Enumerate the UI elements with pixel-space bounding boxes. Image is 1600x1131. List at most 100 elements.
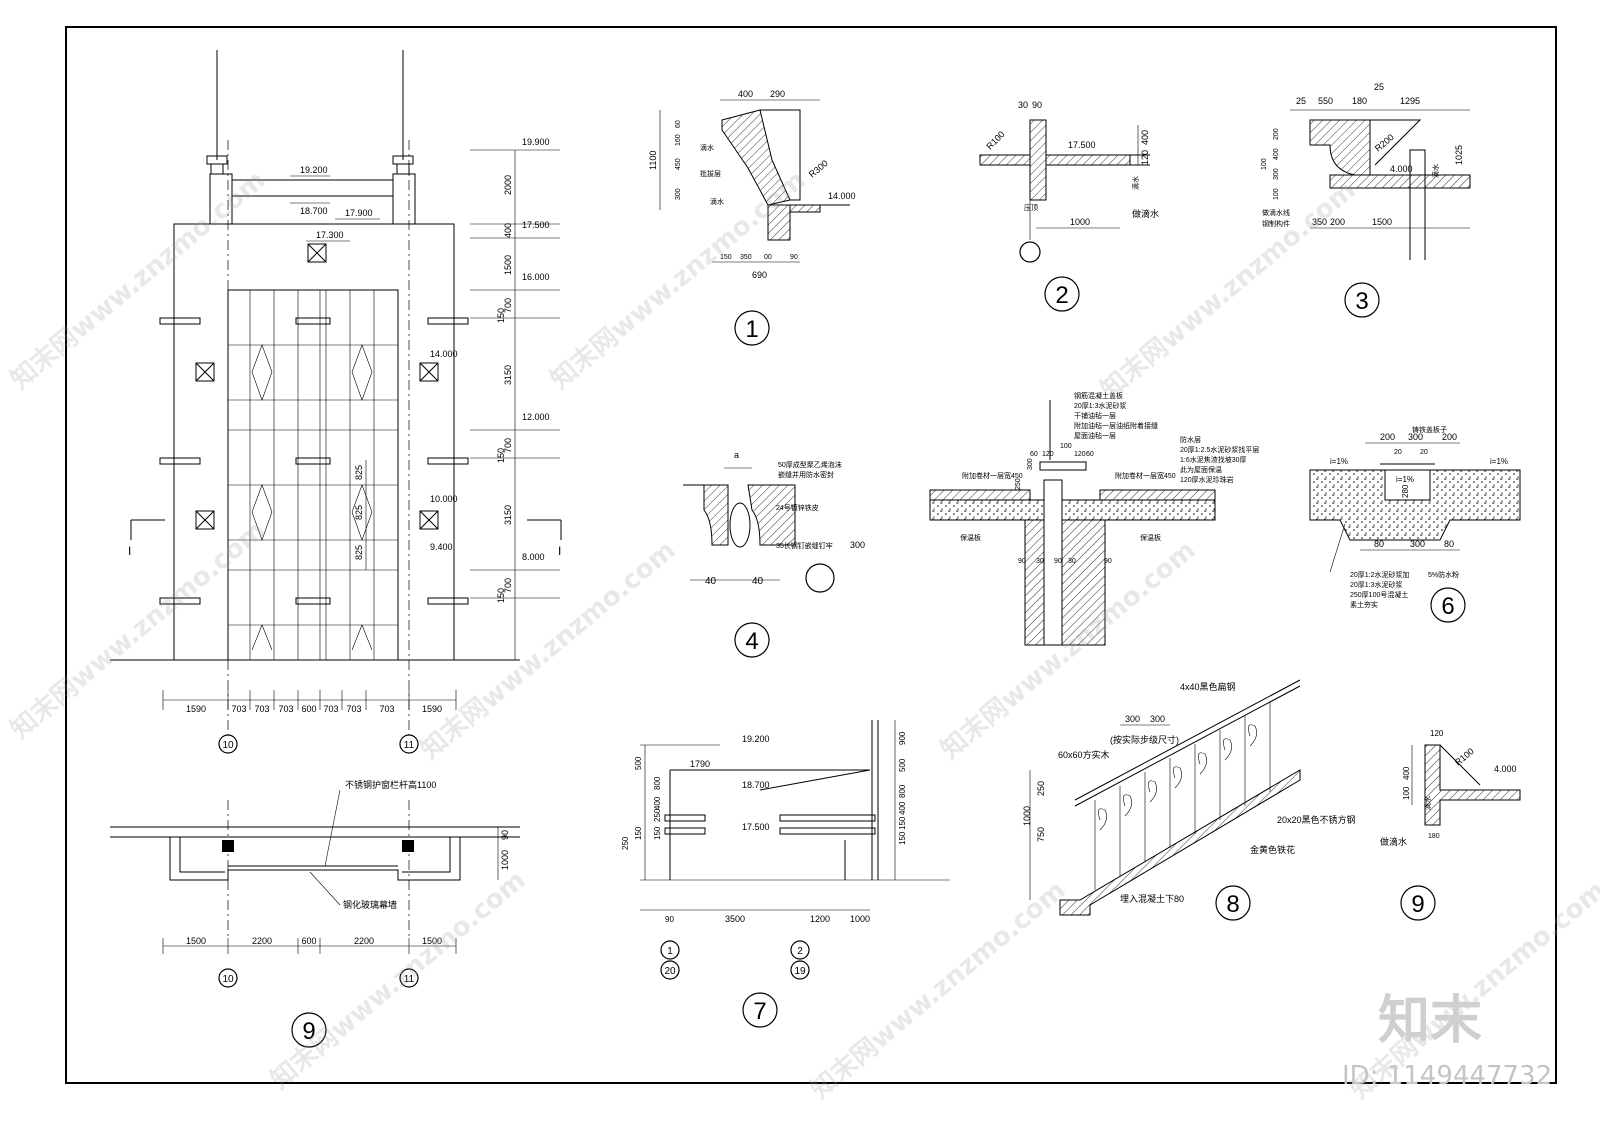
d3-top-550: 550 [1318,96,1333,106]
d7-left-250b: 250 [653,808,662,822]
d3-label-1: 钢制构件 [1262,219,1290,228]
d7-right-400: 400 [898,801,907,815]
d7-number: 7 [753,998,766,1025]
d1-bot-350: 350 [740,254,752,261]
bdim-703c: 703 [278,704,293,714]
d7-left-400: 400 [653,796,662,810]
d1-left-300: 300 [675,188,682,200]
d5-dbot-0: 90 [1018,558,1026,565]
rdim-700b: 700 [503,438,513,453]
bdim-1590b: 1590 [422,704,442,714]
d3-top-1295: 1295 [1400,96,1420,106]
d7-level-18700: 18.700 [742,780,770,790]
d4-number: 4 [745,628,758,655]
d1-bot-90: 90 [790,254,798,261]
d3-radius: R200 [1373,132,1396,153]
d9-level: 4.000 [1494,764,1517,774]
detail-5: 钢筋混凝土盖板 20厚1:3水泥砂浆 干铺油毡一层 附加油毡一层油纸附着接缝 屋… [929,391,1259,646]
d8-dim-300b: 300 [1150,714,1165,724]
d5-label-3: 附加油毡一层油纸附着接缝 [1074,421,1158,430]
level-17900: 17.900 [345,208,373,218]
d5-dtop-3: 120 [1074,451,1086,458]
d3-left-400: 400 [1273,148,1280,160]
detail-9: 120 R100 4.000 400 100 180 做滴水 滴水 9 [1380,729,1521,921]
plan-side-dim-90: 90 [500,830,510,840]
d2-side-120: 120 [1140,150,1150,165]
d6-slope-2: i=1% [1396,475,1414,484]
d3-label-0: 做滴水线 [1262,208,1290,217]
d5-label-0: 钢筋混凝土盖板 [1074,391,1123,400]
d7-right-150b: 150 [898,831,907,845]
bdim-703f: 703 [379,704,394,714]
rdim-150a: 150 [496,308,506,323]
d7-grid-19: 19 [794,966,806,977]
elev-level-17500: 17.500 [522,220,550,230]
d2-span: 1000 [1070,217,1090,227]
plan-number: 9 [302,1018,315,1045]
section-mark-right: I [558,544,561,558]
level-9400: 9.400 [430,542,453,552]
d1-width: 690 [752,270,767,280]
d9-label-0: 做滴水 [1380,836,1407,847]
level-10000: 10.000 [430,494,458,504]
d8-dim-1000: 1000 [1022,806,1032,826]
d4-label-1: 嵌缝并用防水密封 [778,470,834,479]
d9-dim-100: 100 [1402,786,1411,800]
d8-label-4: 金黄色铁花 [1250,844,1295,855]
d3-height: 1025 [1454,145,1464,165]
elev-level-19900: 19.900 [522,137,550,147]
d6-label-5: 5%防水粉 [1428,570,1459,579]
d7-left-250: 250 [621,836,630,850]
d3-label-2: 滴水 [1431,164,1440,178]
bdim-703d: 703 [323,704,338,714]
watermark-id: ID: 1149447732 [1342,1061,1552,1091]
d3-left-200: 200 [1273,128,1280,140]
d5-dtop-2: 100 [1060,443,1072,450]
d5-label-4: 屋面油毡一层 [1074,431,1116,440]
level-14000: 14.000 [430,349,458,359]
rdim-700a: 700 [503,298,513,313]
d6-bot-300: 300 [1410,539,1425,549]
d6-bot-80b: 80 [1444,539,1454,549]
d5-label-6: 20厚1:2.5水泥砂浆找平层 [1180,445,1259,454]
detail-7: 19.200 1790 18.700 17.500 90 3500 1200 1… [621,720,950,1028]
d4-dim-40a: 40 [705,576,717,587]
watermark-text: 知末网www.znzmo.com [265,865,531,1095]
bdim-1590a: 1590 [186,704,206,714]
bdim-703b: 703 [254,704,269,714]
d5-label-13: 保温板 [1140,533,1161,542]
d6-mid-20b: 20 [1420,449,1428,456]
d3-left-300: 300 [1273,168,1280,180]
rdim-3150a: 3150 [503,365,513,385]
d8-dim-250: 250 [1036,781,1046,796]
d7-right-800: 800 [898,784,907,798]
d3-bot-200: 200 [1330,217,1345,227]
elevation-drawing: I I 19.200 18.700 17.900 17.300 14.000 1… [110,50,562,754]
d7-grid-1: 1 [667,946,673,957]
d8-label-0: 4x40黑色扁钢 [1180,681,1236,692]
idim-825c: 825 [354,545,364,560]
d8-label-3: 20x20黑色不锈方钢 [1277,814,1356,825]
grid-11-elev: 11 [404,740,415,751]
watermark-logo: 知末 [1378,991,1482,1051]
plan-side-dim-1000: 1000 [500,850,510,870]
idim-825b: 825 [354,505,364,520]
d1-label-2: 滴水 [710,197,724,206]
d1-number: 1 [745,316,758,343]
d9-dim-400: 400 [1402,766,1411,780]
d1-left-160: 160 [675,134,682,146]
d6-slope-1: i=1% [1490,457,1508,466]
detail-3: 25 25 550 180 1295 R200 4.000 1025 100 2… [1261,82,1471,318]
d6-top-200b: 200 [1442,432,1457,442]
d6-bot-80a: 80 [1374,539,1384,549]
plan-glass-note: 钢化玻璃幕墙 [343,899,397,910]
bdim-600: 600 [301,704,316,714]
d2-level: 17.500 [1068,140,1096,150]
rdim-700c: 700 [503,578,513,593]
plan-railing-note: 不锈钢护窗栏杆高1100 [345,779,436,790]
d5-dtop-4: 60 [1086,451,1094,458]
d1-radius: R300 [807,158,830,179]
d8-dim-750: 750 [1036,827,1046,842]
d4-label-2: 24号镀锌铁皮 [776,503,819,512]
d6-top-200a: 200 [1380,432,1395,442]
